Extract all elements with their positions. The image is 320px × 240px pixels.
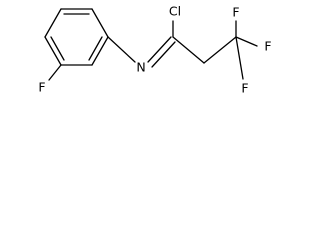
imidoyl-methylene-bond	[172, 36, 205, 64]
atom-label-fluorine-cf3-bottom: F	[241, 81, 248, 96]
atom-label-fluorine-cf3-right: F	[264, 39, 271, 54]
imine-double-bond-1	[147, 36, 172, 63]
cf3-fluorine-bond-right	[235, 36, 258, 47]
ring-double-bond-right	[88, 36, 103, 61]
atom-label-fluorine-cf3-top: F	[232, 5, 239, 20]
imine-double-bond-2	[151, 41, 176, 68]
aryl-fluorine-bond	[48, 64, 62, 81]
atom-label-fluorine-aryl: F	[38, 80, 45, 95]
molecule-structure: F N Cl F F F	[38, 4, 271, 96]
benzene-ring	[44, 8, 109, 66]
atom-label-nitrogen: N	[136, 60, 145, 75]
ring-bond-6	[44, 8, 62, 38]
atom-label-chlorine: Cl	[169, 4, 181, 19]
ring-double-bond-left	[50, 36, 65, 61]
aryl-nitrogen-bond	[107, 36, 136, 63]
ring-bond-5	[44, 36, 62, 66]
methylene-cf3-bond	[203, 36, 237, 64]
ring-bond-2	[91, 8, 109, 38]
ring-bond-3	[91, 36, 109, 66]
cf3-fluorine-bond-bottom	[235, 36, 244, 80]
